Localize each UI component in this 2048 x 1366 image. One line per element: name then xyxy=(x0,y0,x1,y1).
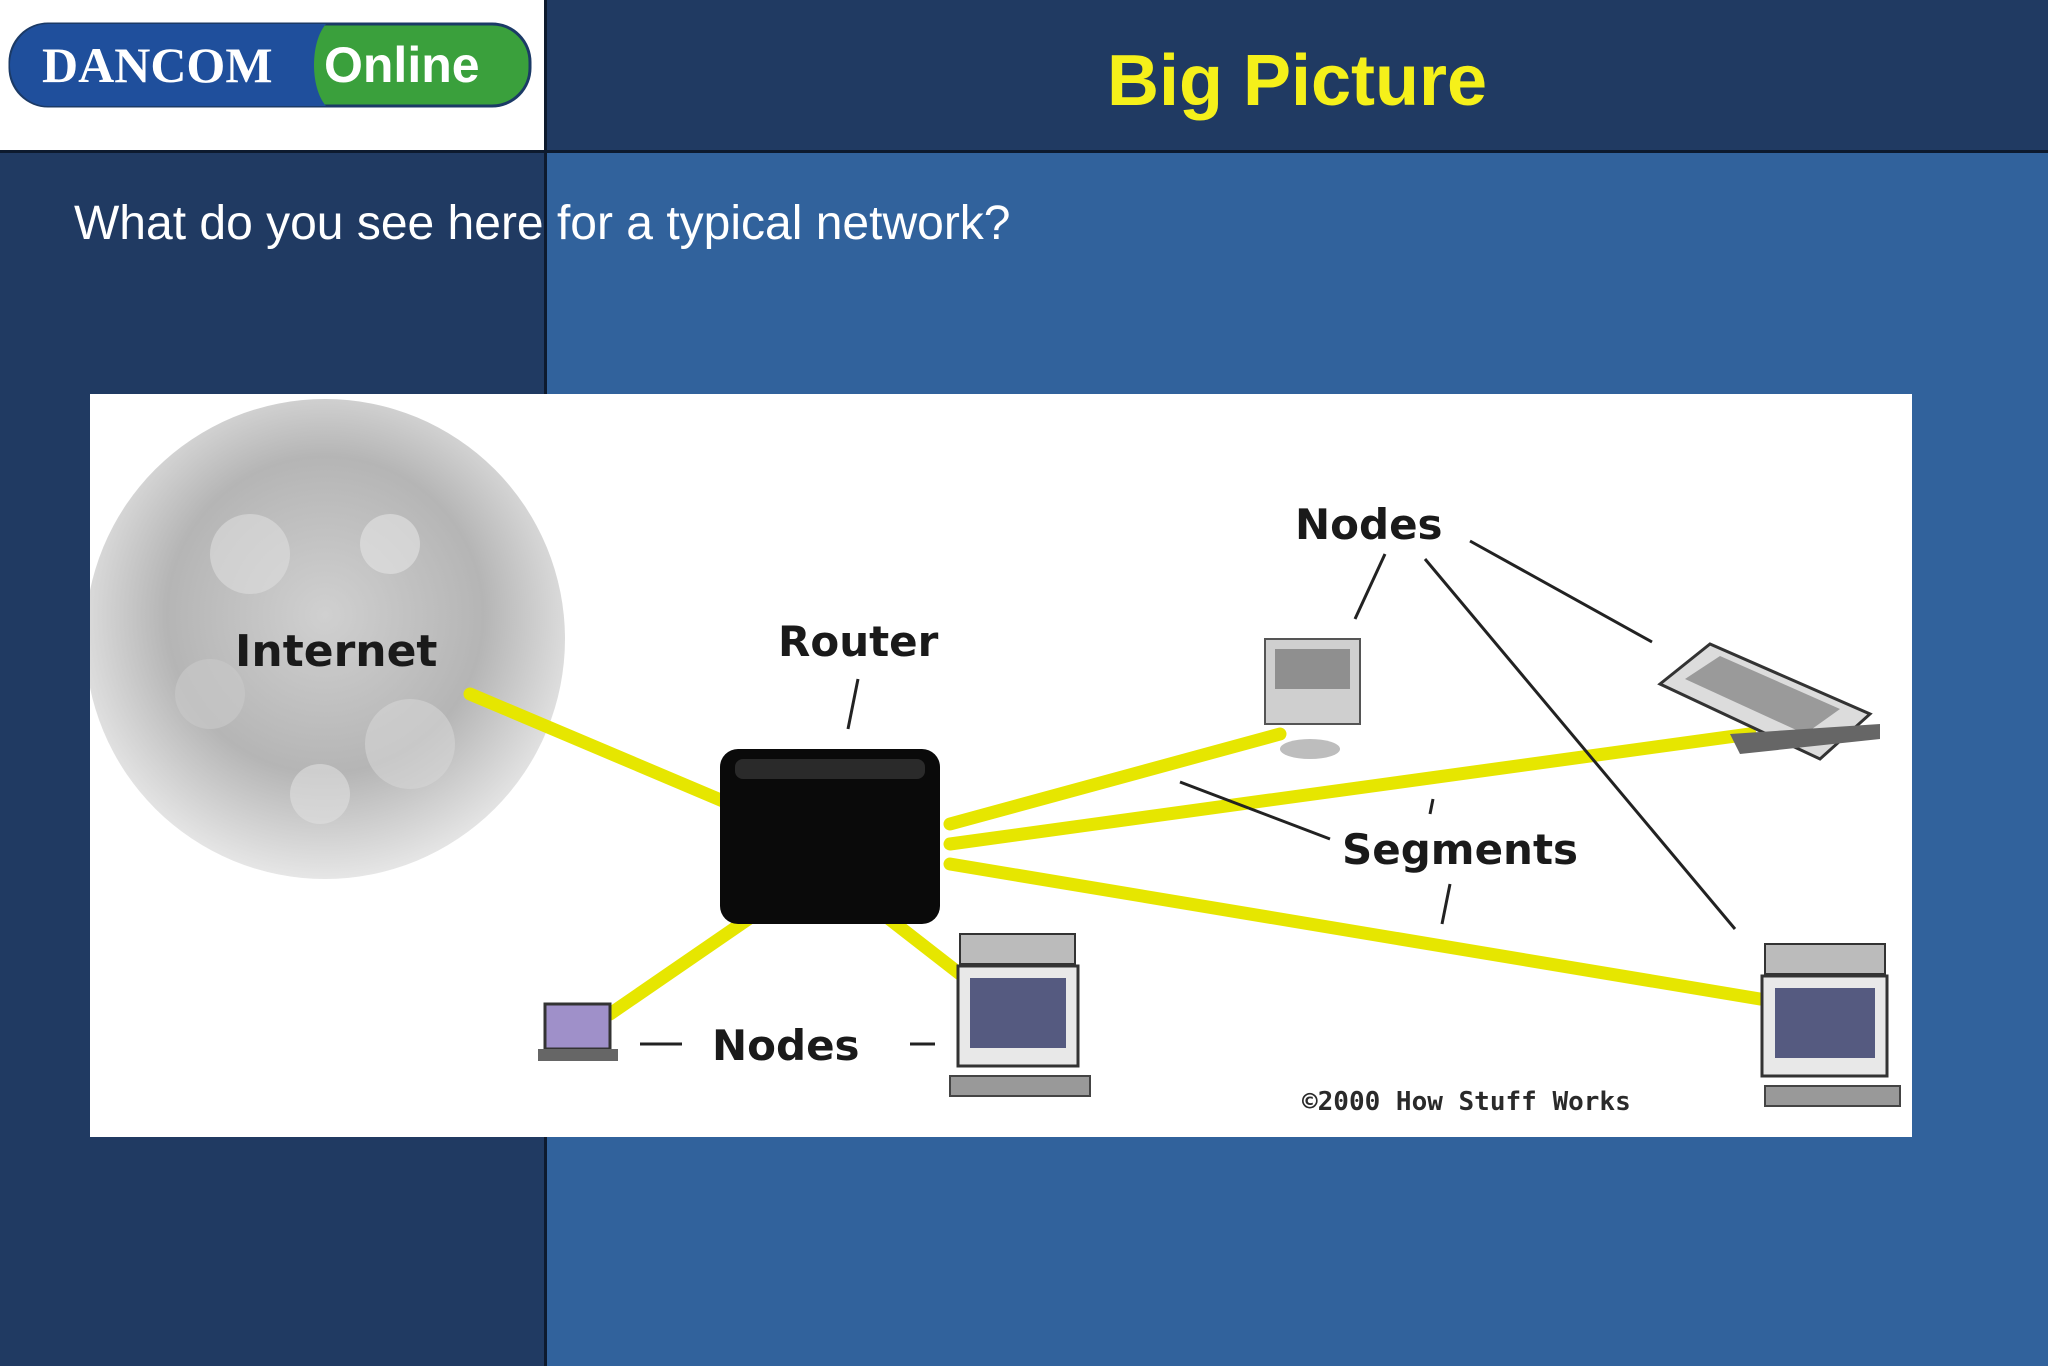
cable-router-server xyxy=(943,727,1287,831)
horizontal-divider xyxy=(0,150,2048,153)
computer-icon xyxy=(1760,943,1901,1107)
cable-internet-router xyxy=(463,687,737,811)
label-nodes-top: Nodes xyxy=(1295,500,1443,549)
label-segments: Segments xyxy=(1342,825,1578,874)
network-diagram: Internet Router Nodes Segments Nodes ©20… xyxy=(85,394,1912,1137)
header-band xyxy=(546,0,2048,152)
dancom-logo: DANCOM Online xyxy=(8,22,532,108)
laptop-icon xyxy=(538,1002,618,1061)
logo-box: DANCOM Online xyxy=(0,0,544,150)
copyright-text: ©2000 How Stuff Works xyxy=(1302,1087,1631,1117)
logo-text-dancom: DANCOM xyxy=(42,37,273,93)
label-nodes-bottom: Nodes xyxy=(712,1021,860,1070)
label-internet: Internet xyxy=(235,626,437,677)
printer-icon xyxy=(1657,642,1880,761)
label-router: Router xyxy=(778,617,939,666)
computer-icon xyxy=(1264,638,1361,759)
slide-title: Big Picture xyxy=(1106,41,1488,121)
cloud-icon xyxy=(85,399,565,879)
question-text: What do you see here for a typical netwo… xyxy=(74,197,1011,250)
router-icon xyxy=(720,749,940,924)
logo-text-online: Online xyxy=(324,37,480,93)
cable-router-printer xyxy=(943,727,1757,851)
pointer-lines xyxy=(640,539,1737,1046)
cable-router-computer-right xyxy=(943,857,1767,1006)
computer-icon xyxy=(949,933,1091,1097)
